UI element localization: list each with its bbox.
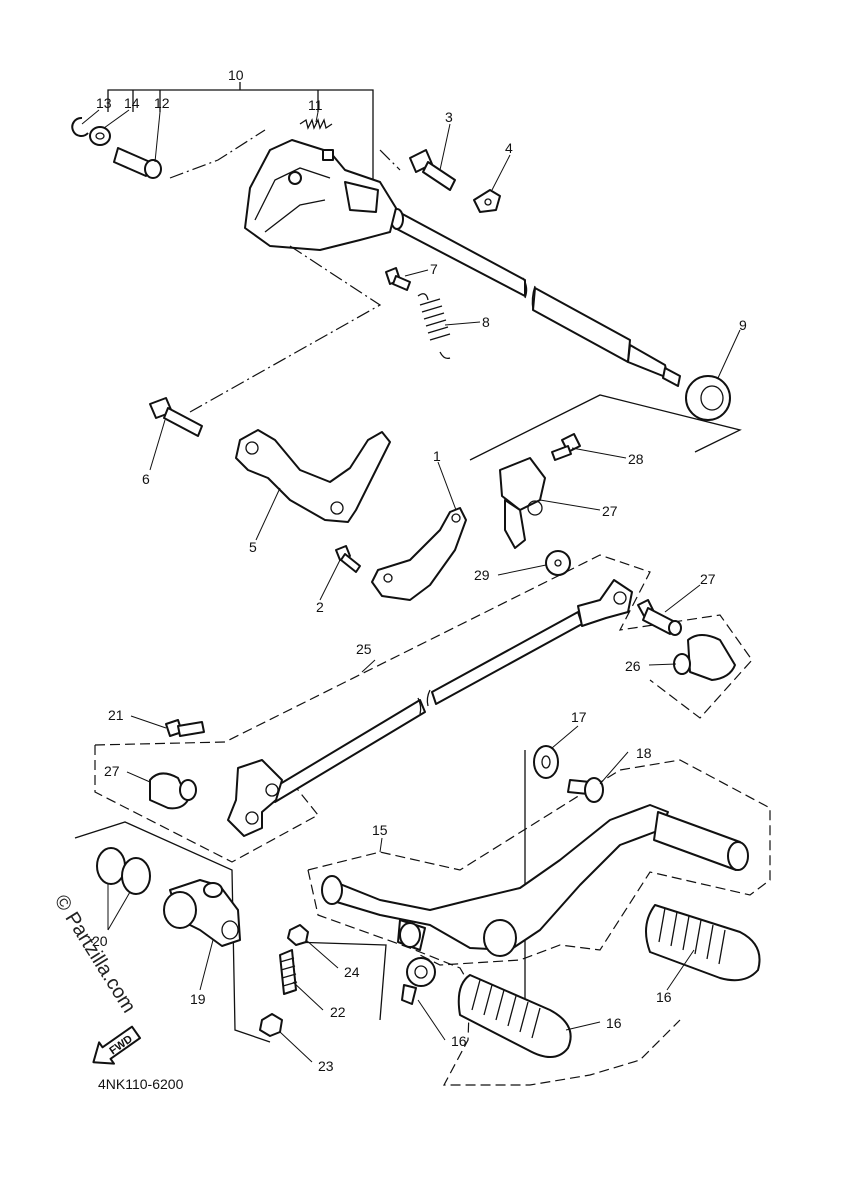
bracket-line-10 bbox=[107, 82, 374, 210]
callout-8: 8 bbox=[482, 314, 490, 330]
callout-11: 11 bbox=[308, 97, 323, 113]
callout-30: 28 bbox=[628, 451, 644, 467]
callout-29: 27 bbox=[700, 571, 716, 587]
callout-13: 13 bbox=[96, 95, 112, 111]
pedal-group bbox=[307, 745, 771, 1086]
callout-25: 24 bbox=[344, 964, 360, 980]
callout-17: 16 bbox=[451, 1033, 467, 1049]
callout-18: 17 bbox=[571, 709, 587, 725]
callout-23: 22 bbox=[330, 1004, 346, 1020]
callout-4: 4 bbox=[505, 140, 513, 156]
callout-31: 29 bbox=[474, 567, 490, 583]
callout-19: 18 bbox=[636, 745, 652, 761]
callout-21: 20 bbox=[92, 933, 108, 949]
callout-labels: 10 13 14 12 11 3 4 7 8 9 6 1 28 27 5 29 … bbox=[92, 67, 747, 1074]
callout-26: 25 bbox=[356, 641, 372, 657]
fwd-arrow-icon: FWD bbox=[92, 1025, 142, 1065]
callout-20: 19 bbox=[190, 991, 206, 1007]
callout-3: 3 bbox=[445, 109, 453, 125]
shift-shaft-assembly bbox=[71, 116, 731, 421]
callout-16-right: 16 bbox=[656, 989, 672, 1005]
bracket-group bbox=[149, 397, 467, 601]
callout-6: 6 bbox=[142, 471, 150, 487]
link-arm-group bbox=[469, 394, 742, 576]
lower-left-group bbox=[74, 821, 387, 1043]
callout-24: 23 bbox=[318, 1058, 334, 1074]
callout-14: 14 bbox=[124, 95, 140, 111]
callout-15: 15 bbox=[372, 822, 388, 838]
callout-28: 27 bbox=[602, 503, 618, 519]
shift-rod-group bbox=[94, 554, 753, 863]
callout-27-left: 27 bbox=[104, 763, 120, 779]
callout-22: 21 bbox=[108, 707, 124, 723]
callout-7: 7 bbox=[430, 261, 438, 277]
callout-16-left: 16 bbox=[606, 1015, 622, 1031]
callout-27-top: 26 bbox=[625, 658, 641, 674]
callout-5: 5 bbox=[249, 539, 257, 555]
leader-lines bbox=[81, 109, 741, 1063]
callout-12: 12 bbox=[154, 95, 170, 111]
callout-9: 9 bbox=[739, 317, 747, 333]
callout-1: 1 bbox=[433, 448, 441, 464]
watermark: © Partzilla.com bbox=[50, 891, 140, 1017]
callout-10: 10 bbox=[228, 67, 244, 83]
diagram-code: 4NK110-6200 bbox=[98, 1076, 184, 1092]
callout-2: 2 bbox=[316, 599, 324, 615]
